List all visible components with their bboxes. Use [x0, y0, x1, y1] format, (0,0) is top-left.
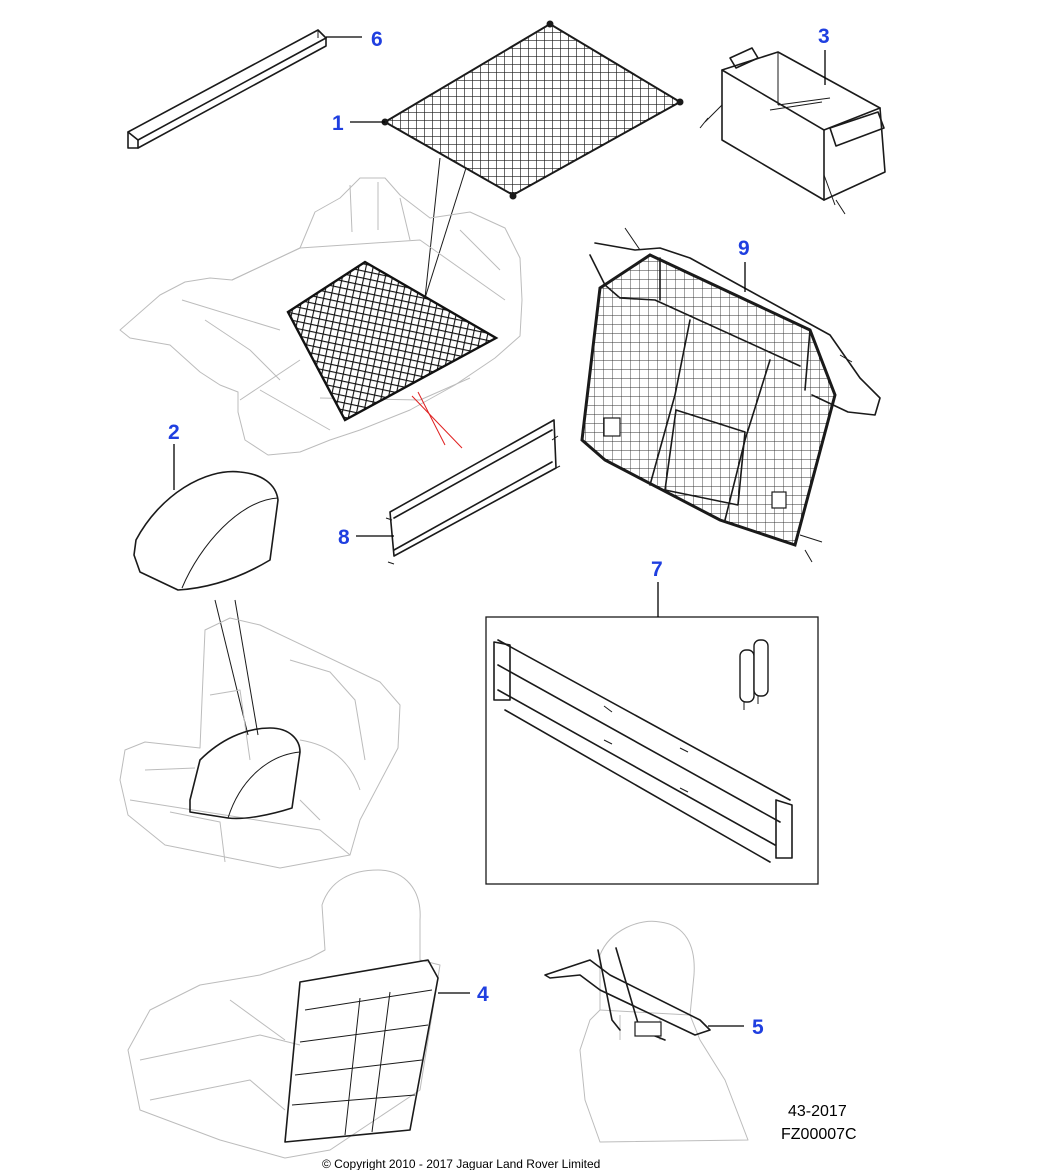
- callout-8: 8: [338, 526, 350, 549]
- part-6-bar: [127, 29, 327, 149]
- vehicle-load-floor: [119, 177, 523, 456]
- callout-3: 3: [818, 25, 830, 48]
- rear-seat: [119, 617, 401, 869]
- figure-code: FZ00007C: [781, 1126, 857, 1143]
- callout-2: 2: [168, 421, 180, 444]
- date-code: 43-2017: [788, 1103, 847, 1120]
- part-8-divider: [385, 419, 561, 565]
- callout-7: 7: [651, 558, 663, 581]
- part-3-storage-bag: [699, 47, 886, 215]
- leader-lines: [173, 36, 826, 1027]
- callout-4: 4: [477, 983, 489, 1006]
- copyright-notice: © Copyright 2010 - 2017 Jaguar Land Rove…: [322, 1157, 600, 1170]
- front-seat: [127, 869, 441, 1159]
- part-2-cushion: [133, 470, 279, 736]
- figure-footer: 43-2017 FZ00007C © Copyright 2010 - 2017…: [322, 1103, 857, 1170]
- callout-labels: 6 1 3 9 2 8 7 4 5: [168, 25, 830, 1039]
- callout-9: 9: [738, 237, 750, 260]
- part-7-box: [485, 616, 819, 885]
- part-1-cargo-net: [381, 20, 684, 299]
- callout-5: 5: [752, 1016, 764, 1039]
- headrest-hanger: [544, 920, 749, 1143]
- callout-6: 6: [371, 28, 383, 51]
- part-9-partition-grille: [580, 227, 881, 563]
- callout-1: 1: [332, 112, 344, 135]
